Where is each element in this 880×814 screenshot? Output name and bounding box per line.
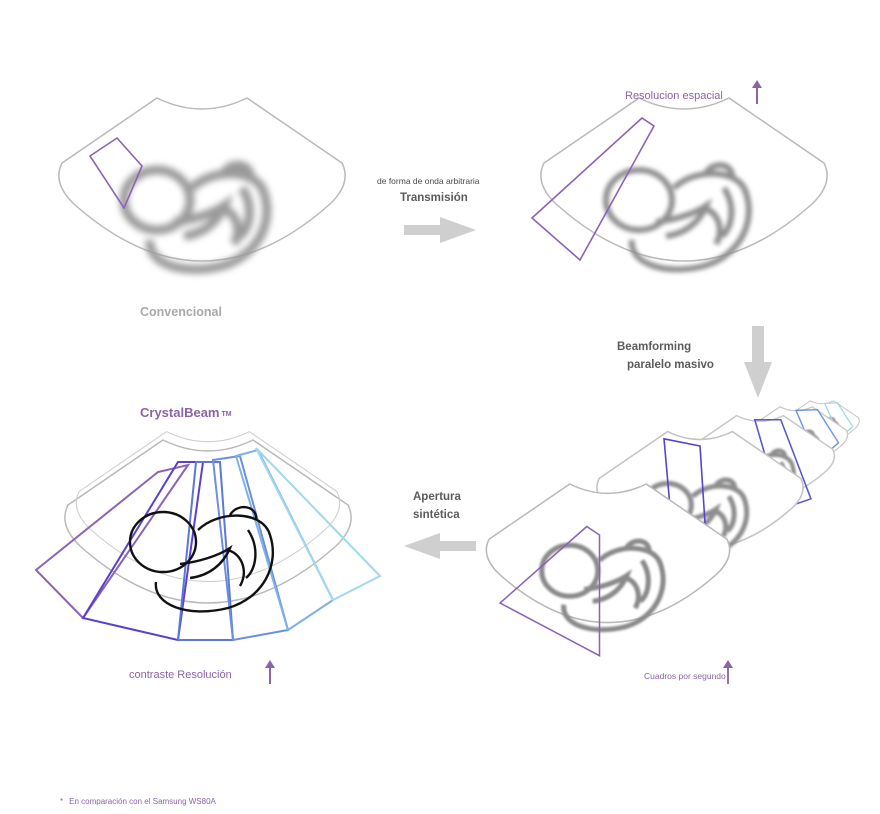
fetus-blurred [606, 165, 749, 269]
footnote: * En comparación con el Samsung WS80A [60, 797, 216, 806]
wide-beam [530, 116, 656, 262]
footnote-text: En comparación con el Samsung WS80A [69, 797, 216, 806]
frames-cascade-panel [485, 400, 860, 657]
beam-band-2 [81, 461, 205, 642]
transmission-label: Transmisión [400, 192, 468, 204]
fetus-blurred [124, 165, 267, 269]
spatial-resolution-label: Resolucion espacial [625, 90, 723, 102]
transmission-panel [530, 97, 828, 269]
beamforming-label-line2: paralelo masivo [627, 359, 714, 371]
beam-band-6 [255, 447, 382, 602]
trademark-mark: TM [221, 411, 232, 418]
arrow-up-icon [723, 660, 733, 684]
fetus-sharp [128, 505, 275, 613]
arrow-left-icon [404, 533, 476, 559]
synthetic-aperture-label-line1: Apertura [413, 491, 461, 503]
conventional-panel [58, 97, 346, 269]
arrow-right-icon [404, 217, 476, 243]
arrow-down-icon [744, 326, 772, 398]
arrow-up-icon [265, 660, 275, 684]
beam-band-1 [34, 463, 191, 620]
single-beam [88, 136, 143, 210]
beam-band-3 [176, 461, 235, 641]
frames-per-second-label: Cuadros por segundo [644, 671, 726, 681]
beam-band-4 [211, 454, 290, 642]
contrast-resolution-label: contraste Resolución [129, 669, 232, 681]
footnote-asterisk: * [60, 797, 64, 806]
brand-name: CrystalBeam [140, 405, 220, 420]
conventional-label: Convencional [140, 305, 222, 319]
beamforming-label-line1: Beamforming [617, 341, 692, 353]
arrow-up-icon [752, 80, 762, 104]
synthetic-aperture-label-line2: sintética [413, 509, 460, 521]
arbitrary-waveform-label: de forma de onda arbitraria [377, 176, 480, 186]
crystalbeam-panel [34, 431, 382, 642]
frame-1 [485, 483, 731, 657]
